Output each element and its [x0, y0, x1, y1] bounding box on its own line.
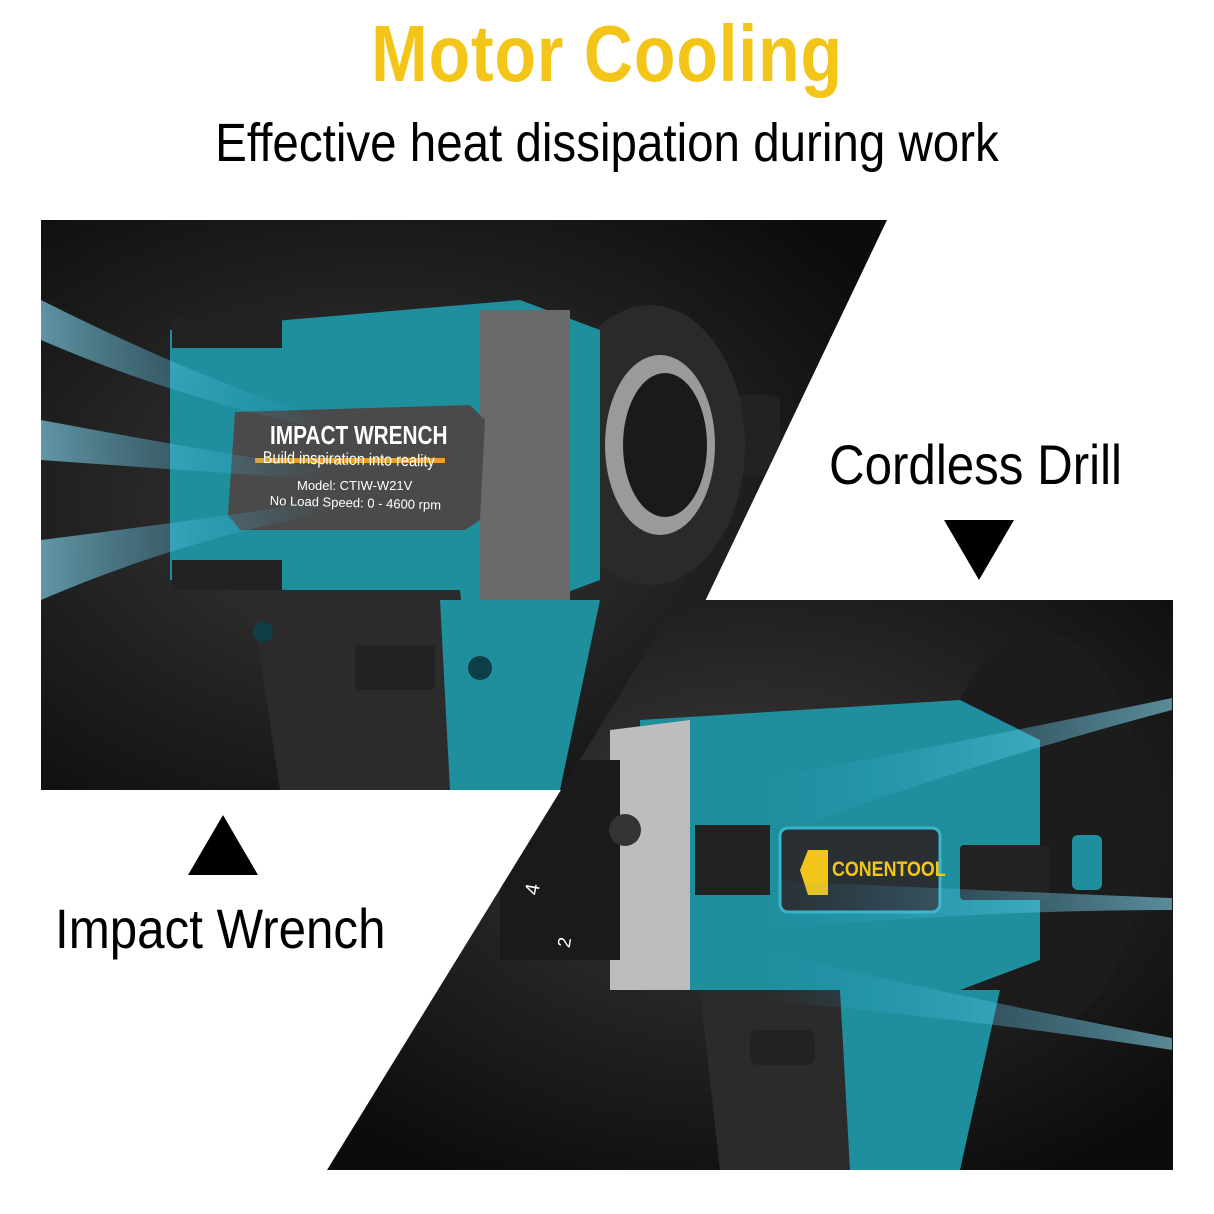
impact-wrench-slogan: Build inspiration into reality: [262, 448, 435, 471]
page-title: Motor Cooling: [371, 9, 843, 98]
impact-wrench-model: Model: CTIW-W21V: [297, 478, 413, 493]
impact-wrench-product-name: IMPACT WRENCH: [270, 420, 448, 450]
up-triangle-icon: [188, 815, 258, 875]
drill-brand-logo: CONENTOOL: [832, 858, 946, 881]
impact-wrench-panel: [41, 220, 887, 790]
impact-wrench-label: Impact Wrench: [55, 897, 386, 960]
down-triangle-icon: [944, 520, 1014, 580]
page-subtitle: Effective heat dissipation during work: [215, 113, 999, 173]
cordless-drill-label: Cordless Drill: [829, 433, 1122, 496]
